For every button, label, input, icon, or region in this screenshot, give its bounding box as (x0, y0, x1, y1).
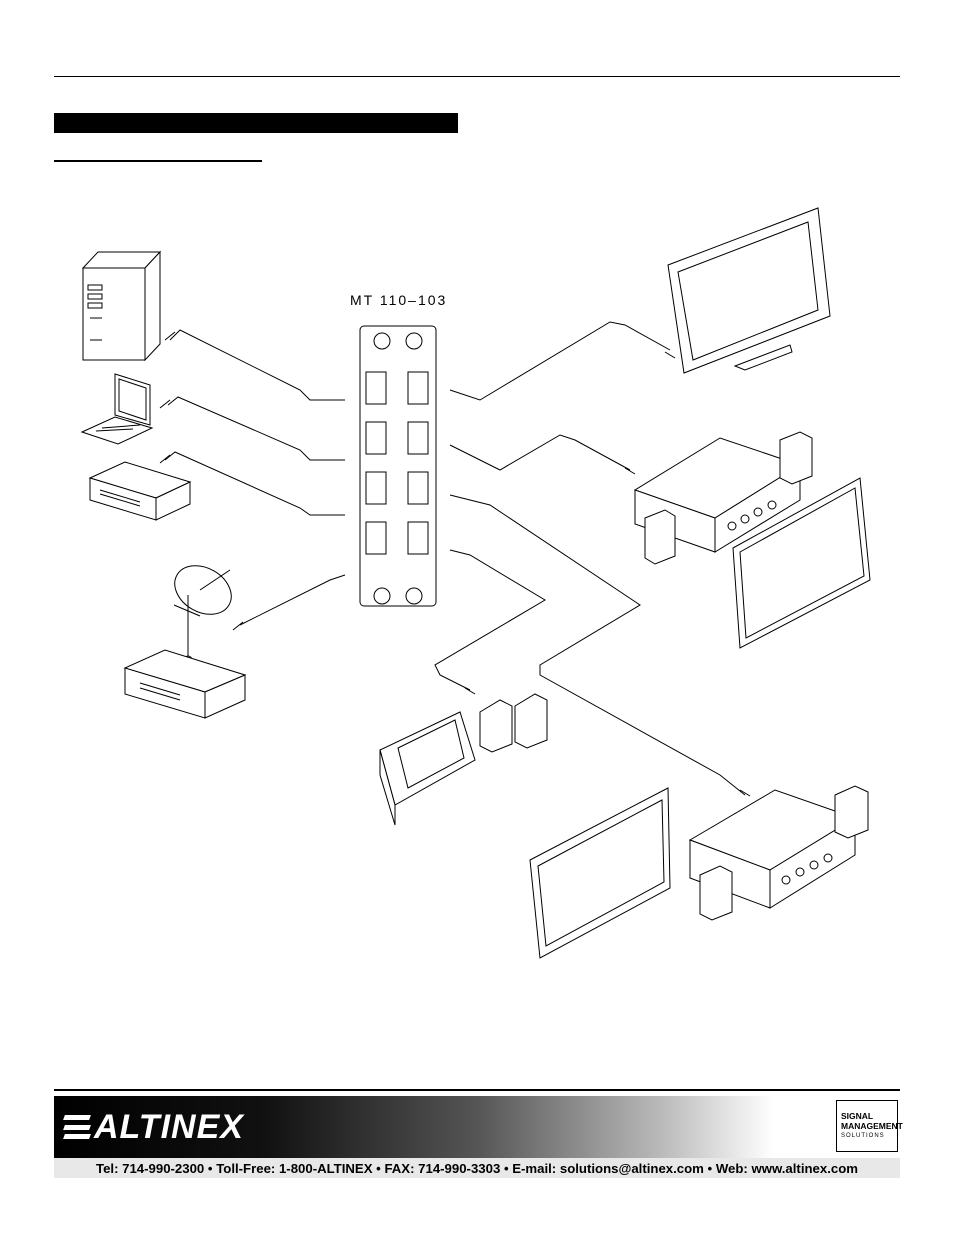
touch-panel-icon (379, 711, 476, 826)
logo-mark-icon (63, 1115, 91, 1139)
device-label: MT 110–103 (350, 292, 447, 308)
badge-line-1: SIGNAL (841, 1111, 874, 1121)
flat-panel-icon (732, 477, 871, 649)
laptop-icon (80, 373, 154, 445)
contact-info: Tel: 714-990-2300 • Toll-Free: 1-800-ALT… (96, 1160, 858, 1176)
matrix-switcher (359, 325, 437, 607)
speaker-icon (479, 693, 548, 753)
header-rule (54, 76, 900, 77)
altinex-logo: ALTINEX (63, 1106, 244, 1148)
satellite-dish-icon (173, 565, 232, 665)
flat-panel-icon (529, 787, 671, 959)
speaker-icon (644, 431, 813, 565)
section-heading-bar (54, 113, 458, 133)
footer-rule (54, 1089, 900, 1091)
audio-plug-icon (159, 331, 751, 797)
badge-line-2: MANAGEMENT (841, 1121, 903, 1131)
speaker-icon (699, 785, 869, 921)
contact-bar: Tel: 714-990-2300 • Toll-Free: 1-800-ALT… (54, 1158, 900, 1178)
brand-name: ALTINEX (94, 1107, 244, 1146)
subheading-underline (54, 160, 262, 162)
footer-banner: ALTINEX SIGNAL MANAGEMENT SOLUTIONS (54, 1096, 903, 1158)
input-cables (164, 329, 346, 626)
connection-diagram: MT 110–103 (80, 207, 871, 959)
badge-line-3: SOLUTIONS (841, 1133, 885, 1139)
dvd-player-icon (88, 461, 192, 521)
signal-management-badge: SIGNAL MANAGEMENT SOLUTIONS (836, 1100, 903, 1152)
satellite-receiver-icon (123, 649, 247, 719)
output-cables (434, 321, 746, 796)
lcd-monitor-icon (667, 207, 831, 374)
computer-tower-icon (81, 250, 162, 362)
